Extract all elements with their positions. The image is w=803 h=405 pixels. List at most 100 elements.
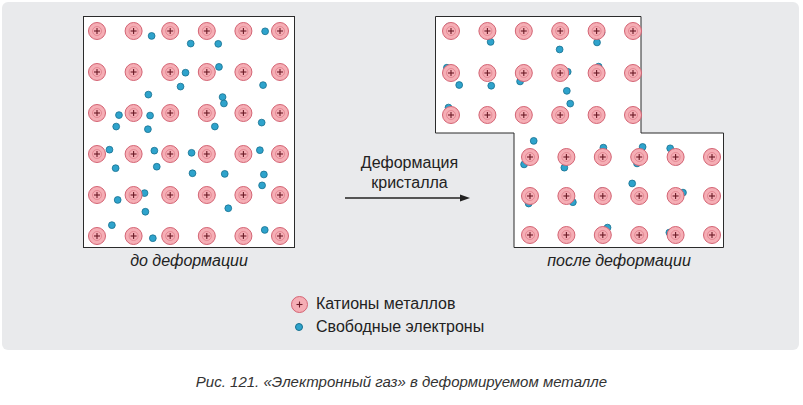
electron (563, 87, 570, 94)
cation (235, 228, 252, 245)
cation (594, 227, 611, 244)
cation (162, 228, 179, 245)
electron (182, 69, 189, 76)
electron (556, 46, 563, 53)
arrow-connector (345, 195, 470, 202)
cation (162, 187, 179, 204)
cation (631, 227, 648, 244)
electron (221, 100, 228, 107)
cation (515, 107, 532, 124)
plus-symbol (292, 297, 307, 312)
cation (552, 65, 569, 82)
electron (258, 119, 265, 126)
cation (479, 23, 496, 40)
electron (188, 149, 195, 156)
cation (125, 23, 142, 40)
electron (187, 40, 194, 47)
crystal-block: до деформации (83, 16, 295, 276)
cation (479, 65, 496, 82)
legend-swatch (291, 296, 308, 313)
legend-text: Катионы металлов (316, 295, 455, 313)
cation (443, 23, 460, 40)
cation (125, 187, 142, 204)
cation (198, 23, 215, 40)
cation (704, 149, 721, 166)
cation (479, 107, 496, 124)
cation (631, 149, 648, 166)
electron (149, 235, 156, 242)
electron (177, 83, 184, 90)
cation (89, 64, 106, 81)
electron (113, 123, 120, 130)
electron (151, 147, 158, 154)
electron (219, 94, 226, 101)
cation (89, 146, 106, 163)
cation (198, 187, 215, 204)
cation (625, 65, 642, 82)
cation (522, 188, 539, 205)
cation (272, 146, 289, 163)
electron (629, 180, 636, 187)
block-caption: до деформации (83, 252, 295, 270)
cation (272, 64, 289, 81)
legend-text: Свободные электроны (316, 318, 484, 336)
cation (558, 227, 575, 244)
cation (125, 146, 142, 163)
cation (235, 105, 252, 122)
cation (594, 149, 611, 166)
electron (211, 123, 218, 130)
cation (594, 188, 611, 205)
electron (147, 112, 154, 119)
cation (522, 149, 539, 166)
electron (260, 171, 267, 178)
electron (106, 146, 113, 153)
cation (667, 188, 684, 205)
electron (567, 100, 574, 107)
electron (116, 112, 123, 119)
cation (198, 64, 215, 81)
arrow-label: Деформация кристалла (355, 153, 465, 193)
cation (162, 146, 179, 163)
cation (667, 149, 684, 166)
legend-swatch (295, 323, 303, 331)
electron (488, 82, 495, 89)
cation (631, 188, 648, 205)
electron (145, 91, 152, 98)
cation (125, 105, 142, 122)
cation (198, 228, 215, 245)
cation (198, 105, 215, 122)
cation (125, 64, 142, 81)
cation (235, 23, 252, 40)
cation (625, 23, 642, 40)
electron (261, 227, 268, 234)
electron (216, 63, 223, 70)
cation (235, 146, 252, 163)
cation (89, 105, 106, 122)
electron (256, 147, 263, 154)
block-caption: после деформации (514, 252, 724, 270)
cation (162, 105, 179, 122)
cation (552, 107, 569, 124)
electron (530, 137, 537, 144)
cation (125, 228, 142, 245)
cation (162, 64, 179, 81)
cation (588, 107, 605, 124)
cation (704, 188, 721, 205)
cation (235, 64, 252, 81)
cation (443, 65, 460, 82)
electron (456, 82, 463, 89)
cation (89, 23, 106, 40)
cation (558, 188, 575, 205)
electron (148, 33, 155, 40)
cation (667, 227, 684, 244)
cation (558, 149, 575, 166)
cation (588, 65, 605, 82)
crystal-block: после деформации (435, 16, 724, 276)
cation (522, 227, 539, 244)
cation (625, 107, 642, 124)
cation (272, 23, 289, 40)
cation (198, 146, 215, 163)
electron (114, 197, 121, 204)
electron (153, 163, 160, 170)
cation (89, 228, 106, 245)
